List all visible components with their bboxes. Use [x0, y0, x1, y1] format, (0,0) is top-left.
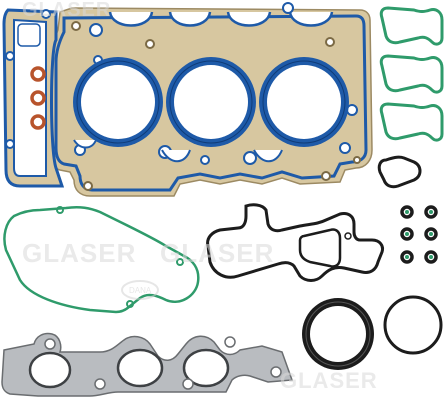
o-ring-icon [30, 90, 46, 106]
o-ring-icon [424, 227, 438, 241]
green-gasket-icon [379, 102, 444, 142]
dana-logo: DANA [121, 280, 159, 300]
o-ring-icon [424, 250, 438, 264]
cylinder-bore-3 [259, 57, 349, 147]
o-ring-icon [30, 114, 46, 130]
o-ring-icon [383, 295, 443, 355]
o-ring-icon [400, 205, 414, 219]
valve-stem-seals [30, 66, 46, 130]
o-ring-icon [400, 227, 414, 241]
green-gasket-icon [379, 6, 444, 46]
cylinder-bore-1 [73, 57, 163, 147]
head-gasket-notches [73, 139, 283, 163]
svg-text:DANA: DANA [129, 286, 152, 295]
o-ring-icon [424, 205, 438, 219]
head-gasket-top-lobes [108, 11, 334, 27]
valve-cover-gasket-icon [3, 205, 200, 314]
o-ring-icon [400, 250, 414, 264]
watermark-text: GLASER [22, 238, 136, 268]
brand-watermarks: GLASER GLASER GLASER GLASER DANA [22, 0, 378, 393]
housing-gasket-icon [206, 203, 384, 282]
watermark-text-top: GLASER [22, 0, 111, 21]
small-o-rings [400, 205, 438, 264]
head-gasket-bolt-holes [71, 21, 361, 191]
watermark-text-mid: GLASER [160, 238, 274, 268]
green-cover-gaskets [379, 6, 444, 142]
o-ring-icon [30, 66, 46, 82]
green-gasket-icon [379, 54, 444, 94]
exhaust-gasket-icon [1, 332, 294, 397]
watermark-text-bottom: GLASER [280, 368, 378, 393]
shaft-seal-icon [302, 298, 374, 370]
cylinder-bore-2 [166, 57, 256, 147]
thermostat-gasket-icon [377, 155, 422, 189]
cylinder-head-gasket [49, 2, 373, 197]
head-gasket-blue-rim [54, 14, 368, 192]
